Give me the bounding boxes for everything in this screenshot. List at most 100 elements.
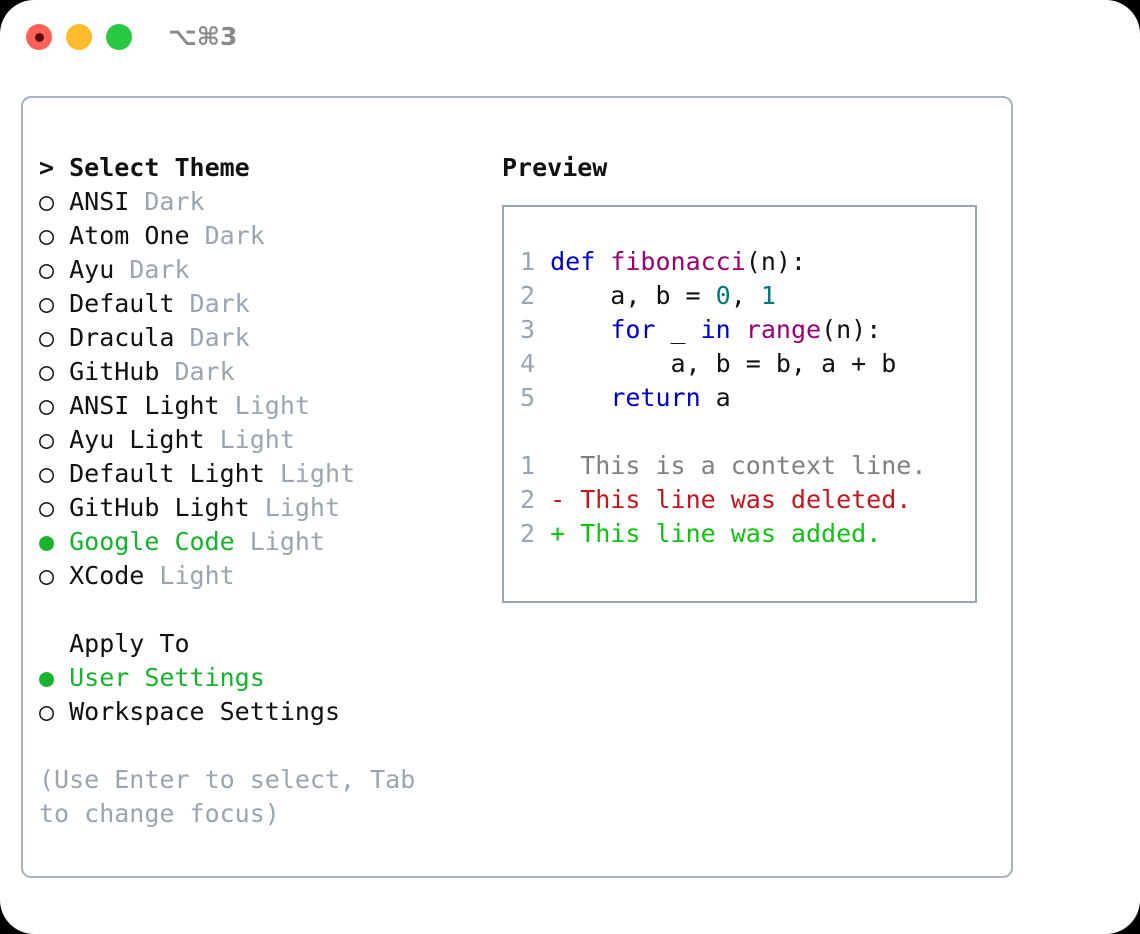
theme-variant-tag: Dark [159, 357, 235, 386]
line-number: 1 [520, 247, 536, 276]
diff-line-ctx: 1 This is a context line. [520, 449, 975, 483]
line-number: 1 [520, 451, 536, 480]
theme-option-atom-one[interactable]: ○ Atom One Dark [39, 219, 479, 253]
theme-option-dracula[interactable]: ○ Dracula Dark [39, 321, 479, 355]
theme-option-label: ANSI [54, 187, 130, 216]
radio-unselected-icon: ○ [39, 357, 55, 386]
theme-variant-tag: Light [219, 391, 310, 420]
code-token: in [700, 315, 731, 344]
radio-unselected-icon: ○ [39, 187, 55, 216]
code-token: a [700, 383, 731, 412]
close-button[interactable] [26, 24, 52, 50]
diff-marker: - [550, 485, 566, 514]
maximize-button[interactable] [106, 24, 132, 50]
apply-to-option-workspace-settings[interactable]: ○ Workspace Settings [39, 695, 479, 729]
code-token: a, b = b, a + b [550, 349, 897, 378]
line-number: 5 [520, 383, 536, 412]
line-number: 4 [520, 349, 536, 378]
theme-variant-tag: Dark [114, 255, 190, 284]
code-line: 2 a, b = 0, 1 [520, 279, 975, 313]
preview-heading: Preview [502, 153, 608, 182]
code-line: 3 for _ in range(n): [520, 313, 975, 347]
theme-variant-tag: Light [144, 561, 235, 590]
theme-option-label: ANSI Light [54, 391, 220, 420]
radio-unselected-icon: ○ [39, 323, 55, 352]
radio-unselected-icon: ○ [39, 221, 55, 250]
theme-option-ayu[interactable]: ○ Ayu Dark [39, 253, 479, 287]
theme-variant-tag: Light [234, 527, 325, 556]
code-token: for [610, 315, 656, 344]
theme-option-default-light[interactable]: ○ Default Light Light [39, 457, 479, 491]
diff-block: 1 This is a context line.2- This line wa… [520, 449, 975, 551]
traffic-lights [26, 24, 132, 50]
title-bar: ⌥⌘3 [0, 0, 1140, 78]
apply-to-option-label: User Settings [54, 663, 265, 692]
theme-variant-tag: Dark [174, 289, 250, 318]
diff-marker [550, 451, 565, 480]
theme-option-label: Dracula [54, 323, 175, 352]
code-line: 4 a, b = b, a + b [520, 347, 975, 381]
theme-option-ansi-light[interactable]: ○ ANSI Light Light [39, 389, 479, 423]
theme-variant-tag: Dark [129, 187, 205, 216]
code-token: range [745, 315, 822, 344]
theme-option-label: Google Code [54, 527, 235, 556]
line-number: 2 [520, 519, 536, 548]
code-token: fibonacci [610, 247, 746, 276]
theme-option-ansi[interactable]: ○ ANSI Dark [39, 185, 479, 219]
apply-to-option-user-settings[interactable]: ● User Settings [39, 661, 479, 695]
diff-text: This is a context line. [565, 451, 927, 480]
theme-variant-tag: Dark [189, 221, 265, 250]
radio-unselected-icon: ○ [39, 289, 55, 318]
keyboard-hint-text: (Use Enter to select, Tab to change focu… [39, 765, 431, 828]
radio-selected-icon: ● [39, 663, 55, 692]
code-line: 5 return a [520, 381, 975, 415]
diff-marker: + [550, 519, 566, 548]
code-token: return [610, 383, 701, 412]
radio-unselected-icon: ○ [39, 391, 55, 420]
radio-unselected-icon: ○ [39, 425, 55, 454]
diff-line-add: 2 + This line was added. [520, 517, 975, 551]
diff-text: This line was added. [565, 519, 882, 548]
theme-option-google-code[interactable]: ● Google Code Light [39, 525, 479, 559]
code-token: (n): [821, 315, 882, 344]
theme-option-github[interactable]: ○ GitHub Dark [39, 355, 479, 389]
theme-option-label: Ayu [54, 255, 115, 284]
code-token [550, 315, 610, 344]
apply-to-option-label: Workspace Settings [54, 697, 341, 726]
theme-option-label: Default Light [54, 459, 265, 488]
code-token: 1 [760, 281, 776, 310]
line-number: 2 [520, 485, 536, 514]
theme-picker-panel: > Select Theme ○ ANSI Dark○ Atom One Dar… [39, 151, 479, 831]
code-token: , [730, 281, 761, 310]
radio-unselected-icon: ○ [39, 561, 55, 590]
radio-unselected-icon: ○ [39, 697, 55, 726]
apply-to-list: ● User Settings○ Workspace Settings [39, 661, 479, 729]
radio-unselected-icon: ○ [39, 255, 55, 284]
theme-option-xcode[interactable]: ○ XCode Light [39, 559, 479, 593]
theme-variant-tag: Light [204, 425, 295, 454]
line-number: 2 [520, 281, 536, 310]
theme-option-label: XCode [54, 561, 145, 590]
theme-option-label: Atom One [54, 221, 190, 250]
diff-text: This line was deleted. [565, 485, 912, 514]
theme-option-default[interactable]: ○ Default Dark [39, 287, 479, 321]
theme-option-label: Ayu Light [54, 425, 205, 454]
select-theme-heading: > Select Theme [39, 153, 250, 182]
theme-option-label: GitHub [54, 357, 160, 386]
content-frame: > Select Theme ○ ANSI Dark○ Atom One Dar… [21, 96, 1013, 878]
code-diff-spacer [520, 415, 975, 449]
code-token: (n): [745, 247, 806, 276]
radio-unselected-icon: ○ [39, 493, 55, 522]
minimize-button[interactable] [66, 24, 92, 50]
section-spacer [39, 593, 479, 627]
radio-selected-icon: ● [39, 527, 55, 556]
theme-option-ayu-light[interactable]: ○ Ayu Light Light [39, 423, 479, 457]
code-token: 0 [715, 281, 731, 310]
theme-option-github-light[interactable]: ○ GitHub Light Light [39, 491, 479, 525]
keyboard-shortcut-label: ⌥⌘3 [168, 22, 238, 51]
code-token [731, 315, 746, 344]
